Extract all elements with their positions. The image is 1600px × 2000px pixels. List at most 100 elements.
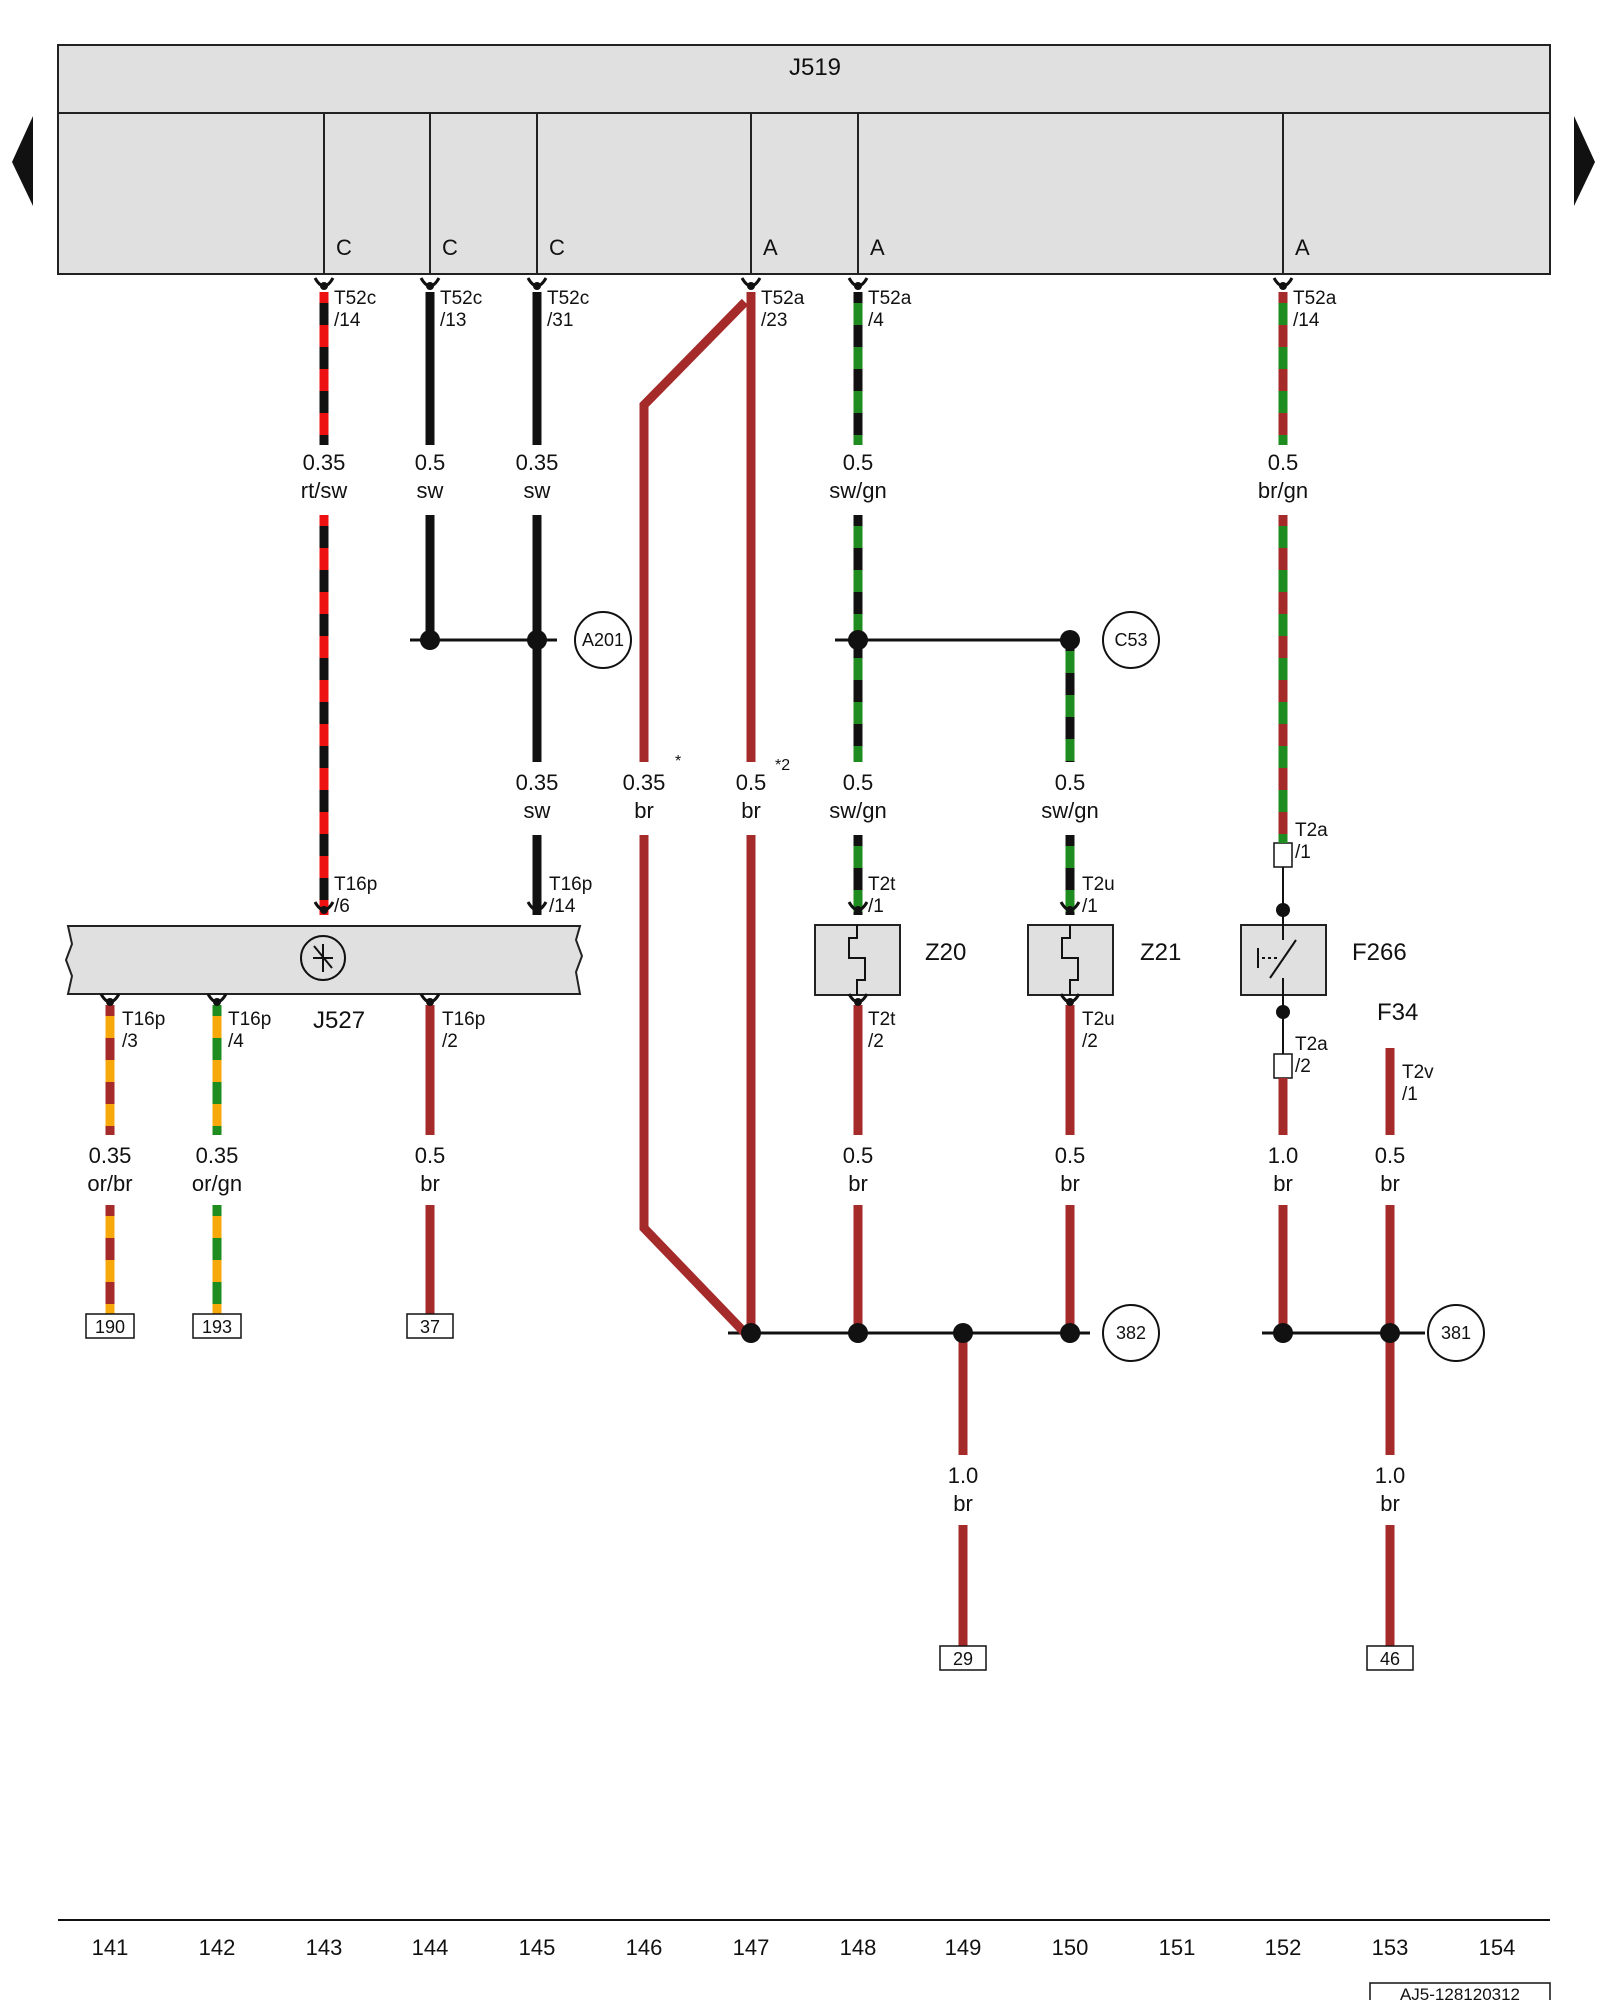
svg-text:T52c: T52c: [334, 288, 376, 309]
svg-text:141: 141: [92, 1935, 129, 1960]
svg-text:/2: /2: [442, 1031, 458, 1052]
svg-text:T16p: T16p: [122, 1009, 165, 1030]
svg-text:br: br: [1380, 1491, 1400, 1516]
svg-text:sw: sw: [524, 478, 551, 503]
junction-dot: [1276, 903, 1290, 917]
ref-circle-c53[interactable]: C53: [1102, 611, 1160, 669]
next-page-icon[interactable]: [1574, 116, 1595, 206]
f266-label: F266: [1352, 939, 1407, 966]
connector-pin-dot: [106, 998, 114, 1006]
ref-circle-381[interactable]: 381: [1427, 1304, 1485, 1362]
svg-text:br: br: [420, 1171, 440, 1196]
connector-t52c-14: T52c/14: [334, 288, 376, 331]
junction-dot: [527, 630, 547, 650]
connector-t52a-4: T52a/4: [868, 288, 912, 331]
svg-text:T52c: T52c: [547, 288, 589, 309]
svg-text:T16p: T16p: [334, 874, 377, 895]
svg-text:br: br: [1273, 1171, 1293, 1196]
connector-pin-dot: [320, 906, 328, 914]
svg-text:0.35: 0.35: [303, 450, 346, 475]
junction-dot: [1273, 1323, 1293, 1343]
connector-letter: C: [549, 235, 565, 260]
wire-label: 0.5 br: [415, 1143, 446, 1196]
svg-text:/4: /4: [868, 310, 884, 331]
wire-label: 0.5sw/gn: [1041, 770, 1098, 823]
svg-text:0.5: 0.5: [843, 770, 874, 795]
svg-text:T16p: T16p: [549, 874, 592, 895]
svg-text:46: 46: [1380, 1649, 1400, 1669]
svg-text:1.0: 1.0: [948, 1463, 979, 1488]
connector-block-icon: [1273, 1053, 1293, 1079]
svg-text:/23: /23: [761, 310, 787, 331]
wire-label: 1.0br: [1268, 1143, 1299, 1196]
svg-text:29: 29: [953, 1649, 973, 1669]
svg-text:0.5: 0.5: [415, 1143, 446, 1168]
connector-t2a-2: T2a/2: [1295, 1034, 1328, 1077]
ref-box-190[interactable]: 190: [85, 1313, 135, 1339]
connector-pin-dot: [533, 906, 541, 914]
prev-page-icon[interactable]: [12, 116, 33, 206]
connector-letter: A: [1295, 235, 1310, 260]
svg-text:/2: /2: [1295, 1056, 1311, 1077]
ref-circle-a201[interactable]: A201: [574, 611, 632, 669]
wire-label: 0.5br: [843, 1143, 874, 1196]
footnote-marker: *2: [775, 757, 790, 774]
svg-text:br: br: [741, 798, 761, 823]
svg-text:T16p: T16p: [442, 1009, 485, 1030]
svg-text:T52a: T52a: [868, 288, 912, 309]
svg-text:142: 142: [199, 1935, 236, 1960]
connector-pin-dot: [533, 282, 541, 290]
connector-t16p-3: T16p/3: [122, 1009, 165, 1052]
connector-letter: C: [442, 235, 458, 260]
svg-text:0.5: 0.5: [1375, 1143, 1406, 1168]
ref-box-37[interactable]: 37: [406, 1313, 454, 1339]
svg-text:148: 148: [840, 1935, 877, 1960]
svg-text:T52c: T52c: [440, 288, 482, 309]
connector-pin-dot: [426, 998, 434, 1006]
connector-pin-dot: [747, 282, 755, 290]
ref-box-29[interactable]: 29: [939, 1645, 987, 1671]
svg-text:0.35: 0.35: [196, 1143, 239, 1168]
ref-circle-382[interactable]: 382: [1102, 1304, 1160, 1362]
connector-pin-dot: [854, 906, 862, 914]
svg-text:br/gn: br/gn: [1258, 478, 1308, 503]
j519-label: J519: [789, 54, 841, 81]
svg-text:br: br: [1380, 1171, 1400, 1196]
svg-text:sw: sw: [417, 478, 444, 503]
svg-text:A201: A201: [582, 630, 624, 650]
connector-t52a-23: T52a/23: [761, 288, 805, 331]
svg-text:150: 150: [1052, 1935, 1089, 1960]
svg-text:0.5: 0.5: [843, 1143, 874, 1168]
svg-text:143: 143: [306, 1935, 343, 1960]
svg-text:37: 37: [420, 1317, 440, 1337]
connector-t52a-14: T52a/14: [1293, 288, 1337, 331]
svg-text:153: 153: [1372, 1935, 1409, 1960]
footnote-marker: *: [675, 753, 681, 770]
connector-pin-dot: [854, 998, 862, 1006]
svg-text:/6: /6: [334, 896, 350, 917]
connector-letter: C: [336, 235, 352, 260]
z20-label: Z20: [925, 939, 966, 966]
svg-text:/14: /14: [1293, 310, 1320, 331]
junction-dot: [420, 630, 440, 650]
svg-text:193: 193: [202, 1317, 232, 1337]
connector-pin-dot: [213, 998, 221, 1006]
ref-box-193[interactable]: 193: [192, 1313, 242, 1339]
connector-t52c-13: T52c/13: [440, 288, 482, 331]
svg-text:/31: /31: [547, 310, 573, 331]
wire-label: 1.0 br: [1375, 1463, 1406, 1516]
svg-text:0.5: 0.5: [736, 770, 767, 795]
svg-text:/1: /1: [1402, 1084, 1418, 1105]
connector-letter: A: [870, 235, 885, 260]
wire-label: 0.35 sw: [516, 450, 559, 503]
svg-text:T2u: T2u: [1082, 1009, 1115, 1030]
svg-text:T2t: T2t: [868, 1009, 896, 1030]
svg-text:T52a: T52a: [761, 288, 805, 309]
ref-box-46[interactable]: 46: [1366, 1645, 1414, 1671]
connector-t2u-1: T2u/1: [1082, 874, 1115, 917]
svg-text:149: 149: [945, 1935, 982, 1960]
svg-text:0.35: 0.35: [516, 450, 559, 475]
svg-text:T2u: T2u: [1082, 874, 1115, 895]
svg-text:1.0: 1.0: [1375, 1463, 1406, 1488]
